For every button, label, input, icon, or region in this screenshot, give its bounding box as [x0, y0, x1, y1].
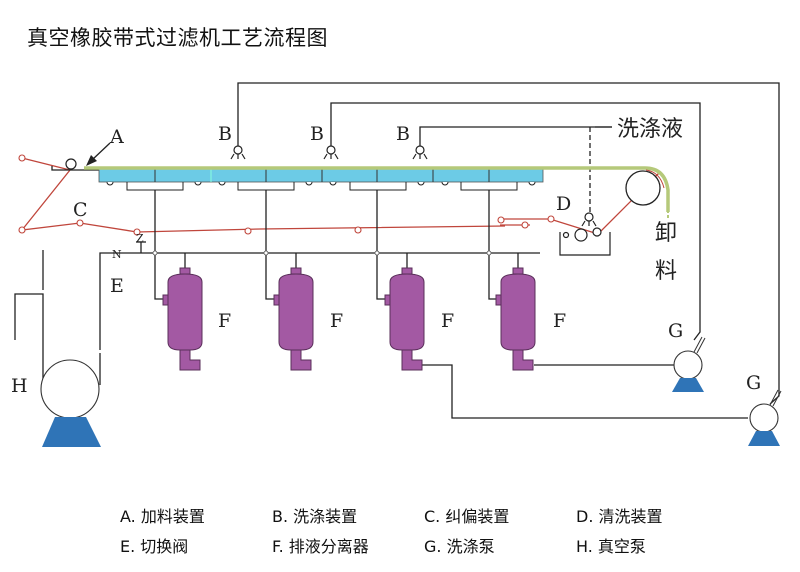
wash-pipe-outer [237, 82, 780, 405]
label-F: F [218, 310, 231, 332]
legend-item-C: C. 纠偏装置 [424, 507, 510, 526]
cleaning-device-D [559, 227, 611, 256]
wash-pipes [237, 82, 780, 405]
legend-row: E. 切换阀 F. 排液分离器 G. 洗涤泵 H. 真空泵 [120, 530, 740, 560]
roller-icon [547, 215, 555, 223]
roller-icon [133, 228, 141, 236]
nozzle-icon [230, 145, 246, 160]
pump-base [672, 378, 704, 392]
roller-icon [18, 154, 26, 162]
legend-item-G: G. 洗涤泵 [424, 537, 495, 556]
label-H: H [11, 375, 28, 397]
vacuum-box [98, 168, 544, 183]
nozzle-icon [412, 145, 428, 160]
label-D: D [556, 193, 571, 215]
nozzle-icon [581, 212, 597, 227]
separator-icon [162, 267, 203, 371]
separator-icon [495, 267, 536, 371]
pump-icon [40, 359, 100, 419]
feed-device-A [51, 142, 111, 171]
label-wash-liquid: 洗涤液 [617, 117, 683, 142]
label-F: F [441, 310, 454, 332]
roller-icon [76, 219, 84, 227]
roller-icon [521, 221, 529, 229]
filter-belt [84, 166, 670, 212]
legend-item-E: E. 切换阀 [120, 537, 189, 556]
support-rollers [106, 181, 536, 191]
pump-base [42, 417, 101, 447]
legend-item-F: F. 排液分离器 [272, 537, 369, 556]
label-B: B [396, 123, 410, 145]
arrow-icon [86, 155, 97, 166]
pump-icon [673, 350, 703, 380]
drive-roller-icon [625, 170, 661, 206]
feed-roller-icon [65, 158, 77, 170]
pump-icon [749, 403, 779, 433]
label-G: G [668, 320, 683, 342]
wash-nozzles-B [230, 145, 597, 227]
wash-pump-G1 [672, 336, 706, 392]
label-N: N [112, 248, 122, 261]
roller-icon [18, 226, 26, 234]
legend-item-A: A. 加料装置 [120, 507, 205, 526]
wash-pipe-inner [330, 102, 701, 341]
label-G: G [746, 372, 761, 394]
legend-item-D: D. 清洗装置 [576, 507, 663, 526]
label-discharge: 卸 [655, 221, 677, 246]
wash-pump-G2 [748, 389, 782, 446]
label-F: F [330, 310, 343, 332]
separator-icon [273, 267, 314, 371]
pump-base [748, 431, 780, 446]
roller-icon [497, 216, 505, 224]
return-rollers [18, 154, 555, 236]
separators [162, 267, 536, 371]
roller-icon [354, 226, 362, 234]
roller-icon [244, 227, 252, 235]
vacuum-box-dividers [154, 169, 490, 182]
label-Z: Z [136, 232, 144, 245]
diagram-labels: A B B B C D E F F F F G G H [11, 123, 761, 397]
legend-item-H: H. 真空泵 [576, 537, 646, 556]
vacuum-pipes [14, 190, 748, 419]
return-belt-right [500, 171, 661, 235]
vacuum-pump-H [40, 359, 101, 447]
wash-pipe-third [419, 126, 612, 150]
separator-icon [384, 267, 425, 371]
label-E: E [110, 275, 124, 297]
label-F: F [553, 310, 566, 332]
legend: A. 加料装置 B. 洗涤装置 C. 纠偏装置 D. 清洗装置 E. 切换阀 F… [120, 500, 740, 560]
page-title: 真空橡胶带式过滤机工艺流程图 [27, 26, 328, 50]
label-discharge: 料 [655, 259, 677, 284]
legend-row: A. 加料装置 B. 洗涤装置 C. 纠偏装置 D. 清洗装置 [120, 500, 740, 530]
label-C: C [73, 199, 88, 221]
label-B: B [218, 123, 232, 145]
legend-item-B: B. 洗涤装置 [272, 507, 358, 526]
nozzle-icon [323, 145, 339, 160]
label-B: B [310, 123, 324, 145]
label-A: A [109, 126, 124, 148]
